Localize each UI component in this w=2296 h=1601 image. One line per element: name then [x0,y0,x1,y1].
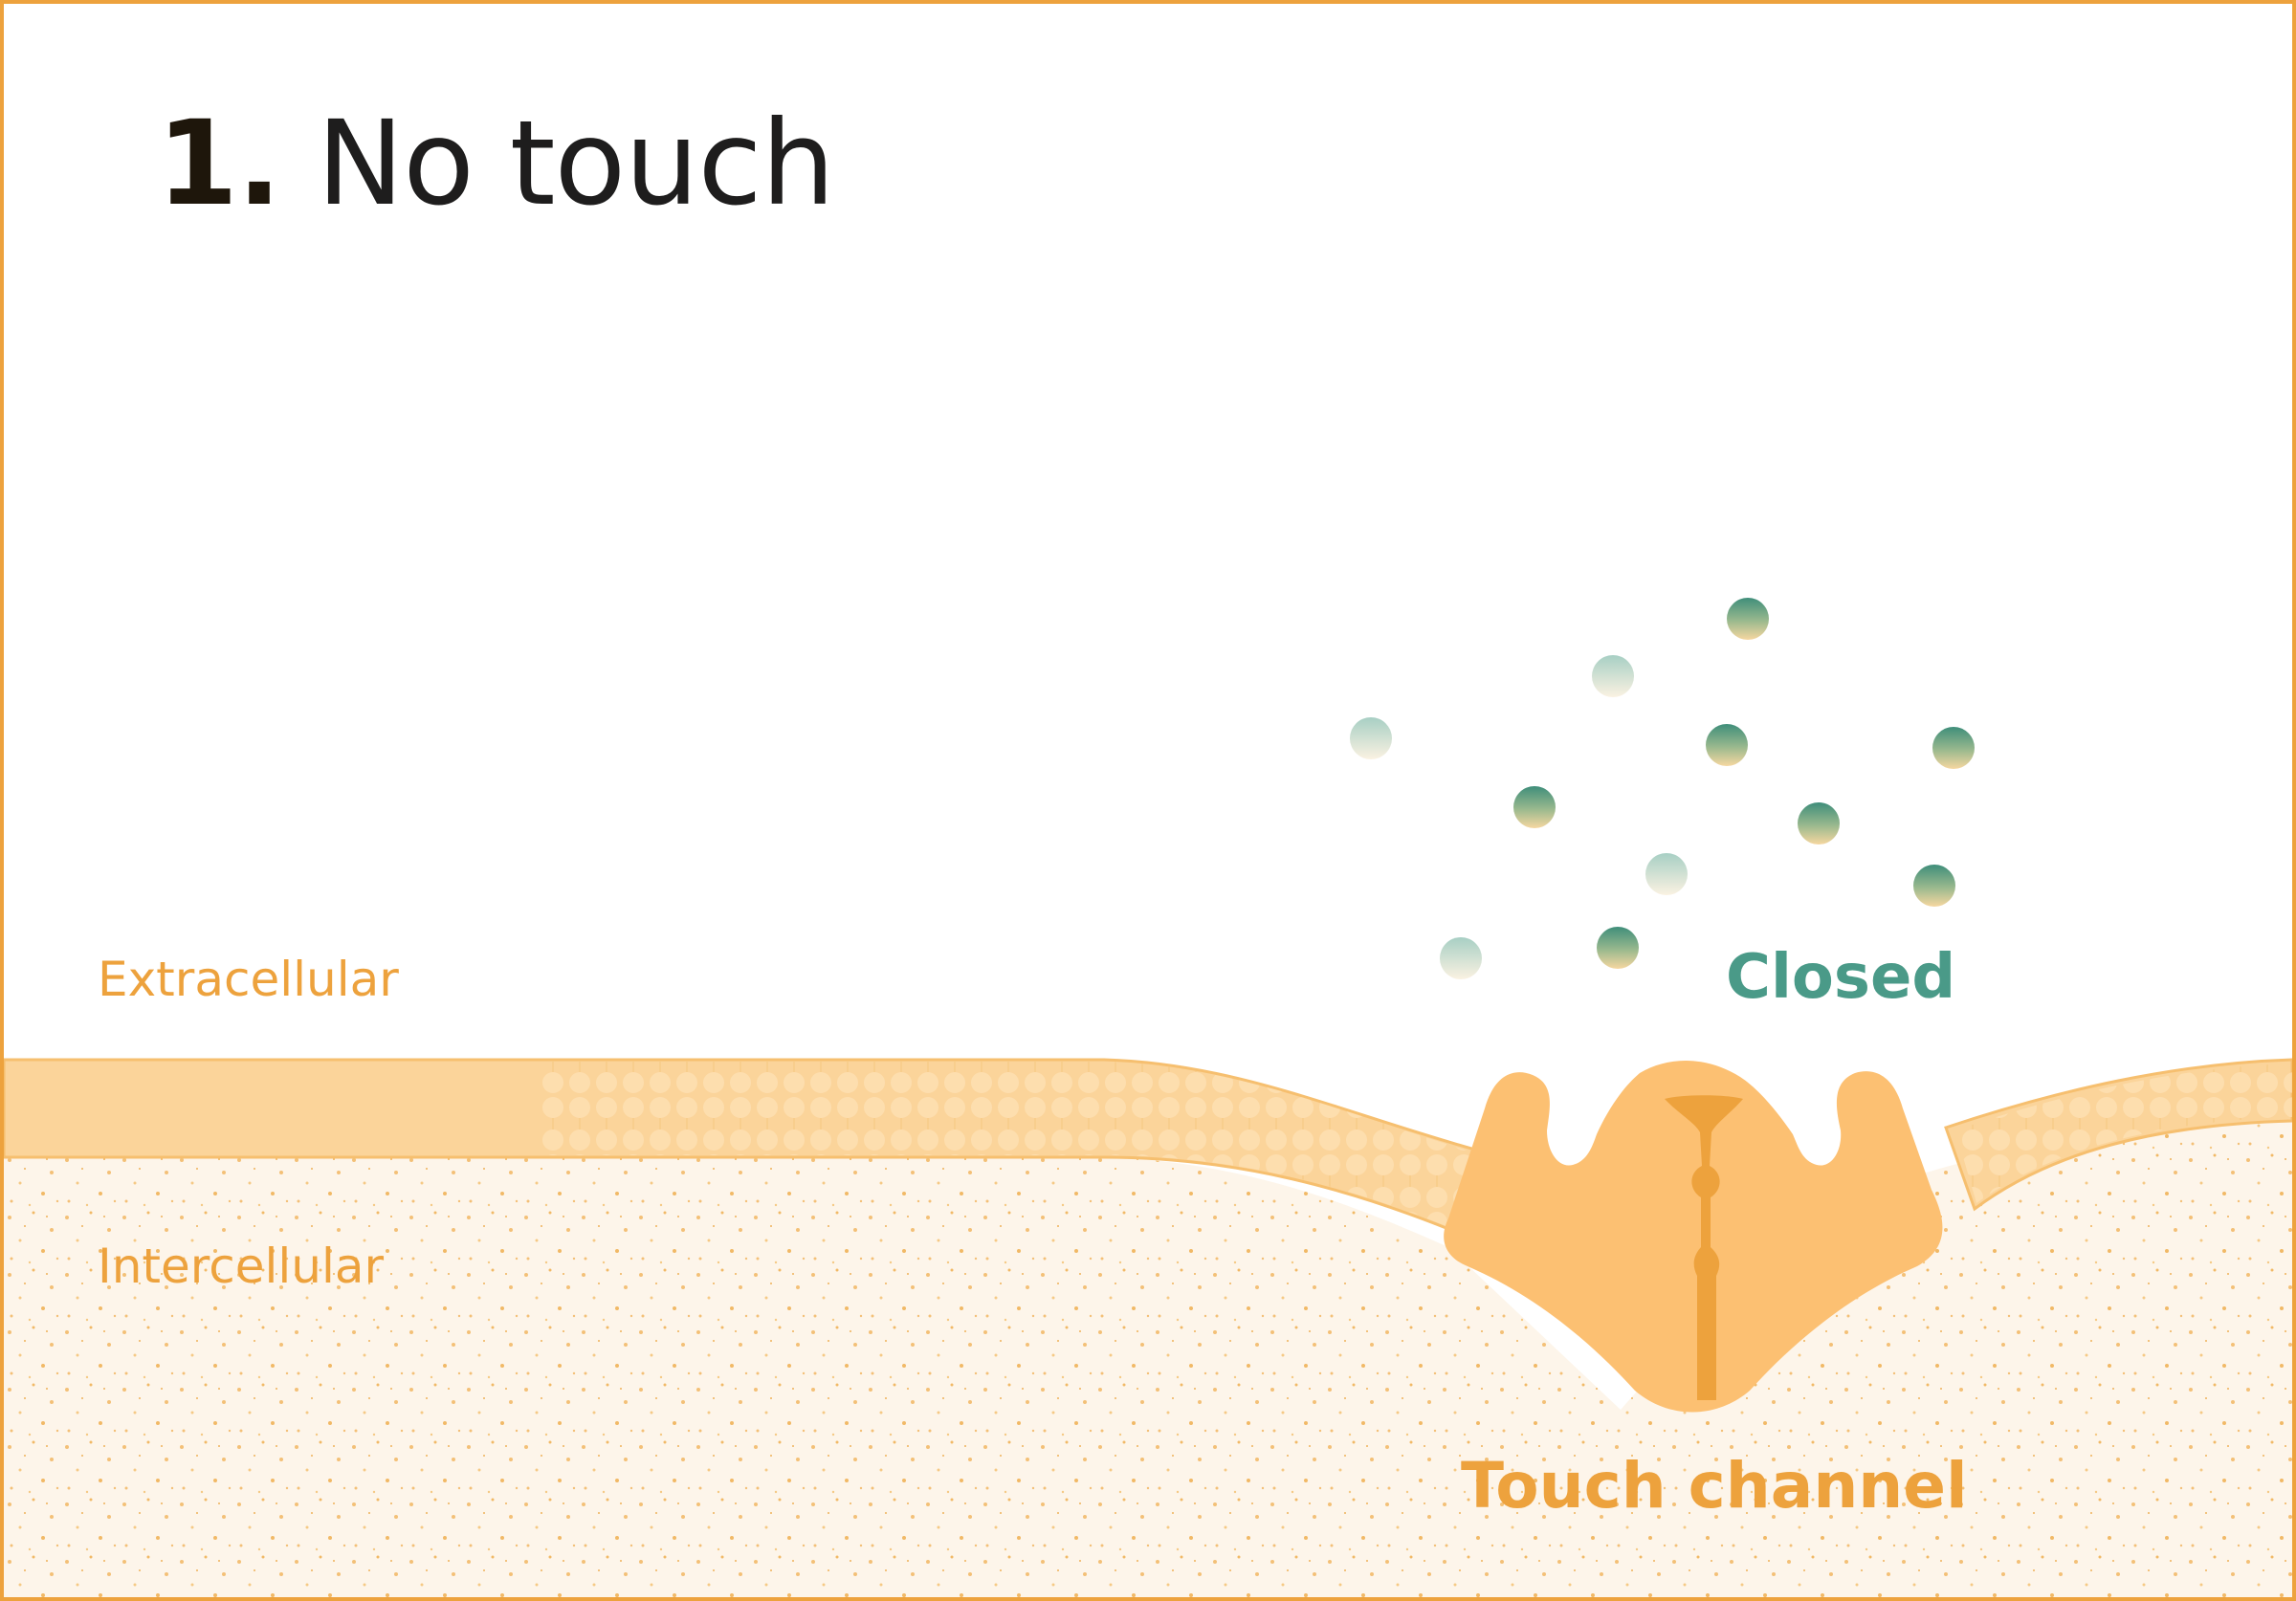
lipid-heads-left [540,1062,1477,1231]
ion-group [1350,598,1975,979]
ion [1513,786,1556,828]
ion [1597,927,1639,969]
page-title: 1. No touch [157,92,835,235]
membrane-diagram [4,598,2292,1597]
ion [1592,655,1634,697]
ion [1440,937,1482,979]
lipid-heads-right [1955,1064,2292,1203]
ion [1932,727,1975,769]
ion [1706,724,1748,766]
title-number: 1. [157,96,281,231]
ion [1645,853,1688,895]
touch-channel-body [1444,1060,1943,1413]
intercellular-label: Intercellular [98,1239,385,1294]
channel-state-label: Closed [1726,942,1956,1013]
channel-pore [1665,1095,1743,1400]
extracellular-label: Extracellular [98,952,399,1007]
cytoplasm-speckles [4,1121,2292,1597]
ion [1727,598,1769,640]
title-text: No touch [317,96,835,231]
ion [1798,802,1840,844]
channel-name-label: Touch channel [1461,1449,1968,1523]
ion [1913,865,1955,907]
ion [1350,717,1392,759]
